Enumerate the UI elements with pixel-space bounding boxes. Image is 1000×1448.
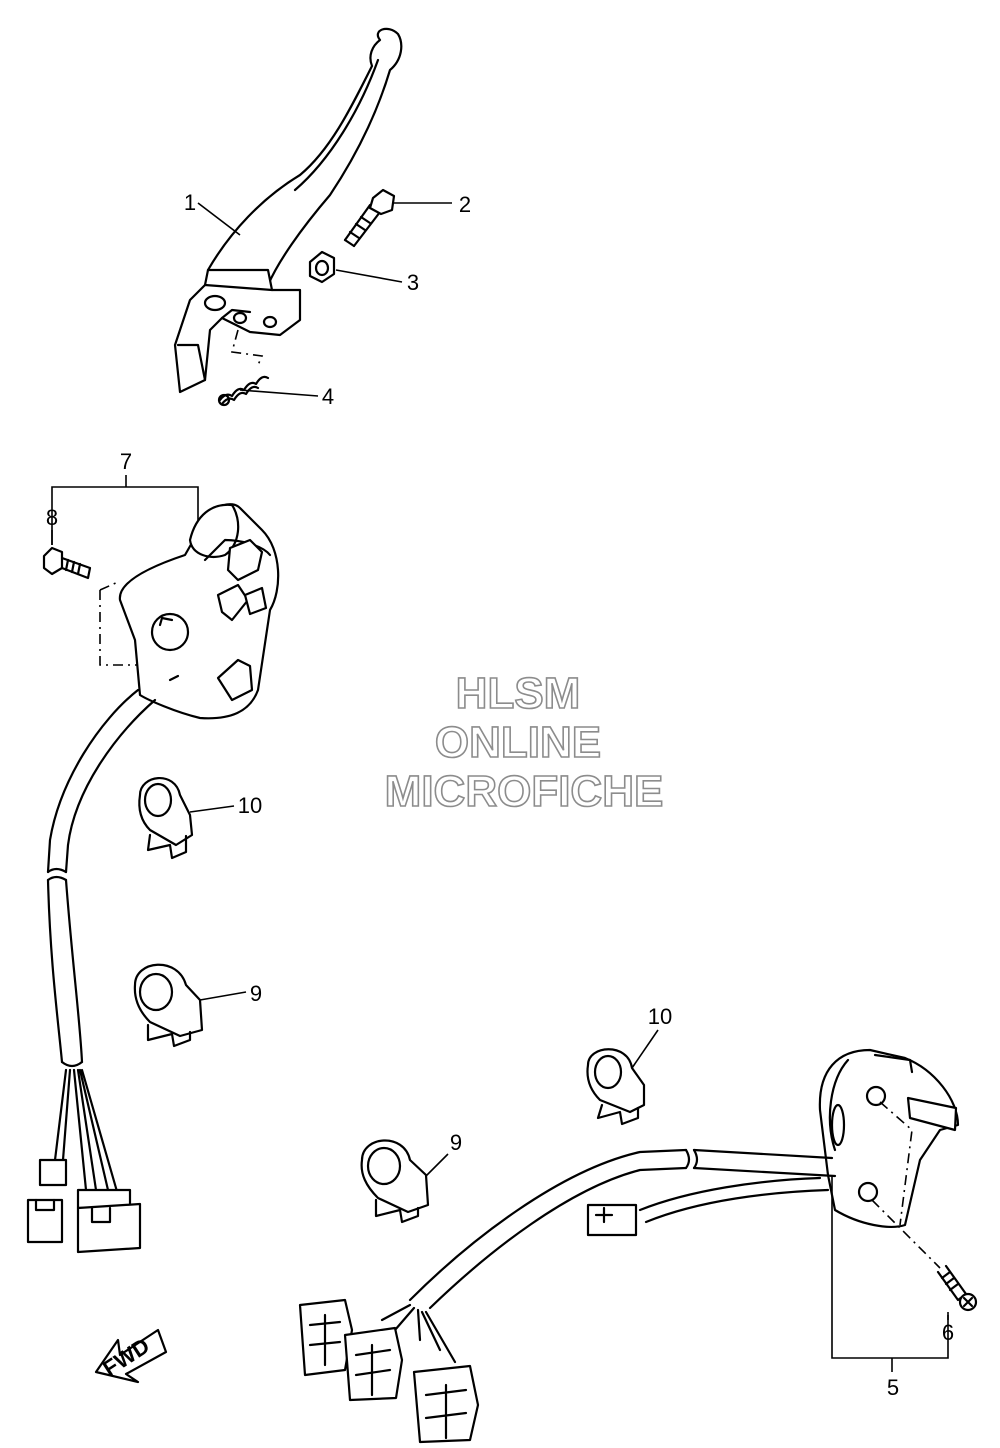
lever-bolt	[343, 188, 396, 248]
switch-assembly-bracket-5	[831, 1175, 949, 1372]
callout-7: 7	[120, 449, 132, 474]
right-harness-cable	[298, 1148, 837, 1444]
callout-5: 5	[887, 1375, 899, 1400]
cable-clamp-10-left	[138, 777, 194, 860]
callout-9-right: 9	[450, 1130, 462, 1155]
left-harness-cable	[26, 688, 157, 1254]
fwd-arrow-icon: FWD	[94, 1328, 168, 1384]
right-switch-screw	[871, 1101, 978, 1312]
right-switch-housing	[818, 1048, 960, 1228]
lever-nut	[308, 250, 336, 284]
callout-6: 6	[942, 1320, 954, 1345]
watermark-line-3: MICROFICHE	[385, 767, 664, 816]
cable-clamp-9-left	[133, 963, 204, 1048]
callout-3: 3	[407, 270, 419, 295]
cable-clamp-9-right	[360, 1139, 430, 1224]
callouts: 1 2 3 4 5 6 7 8 9 9 10 10	[46, 190, 954, 1400]
watermark-line-1: HLSM	[456, 669, 581, 718]
callout-9-left: 9	[250, 981, 262, 1006]
left-switch-housing	[118, 503, 280, 720]
switch-assembly-bracket-7	[51, 475, 199, 666]
callout-8: 8	[46, 505, 58, 530]
callout-1: 1	[184, 190, 196, 215]
brake-lever	[173, 27, 403, 394]
cable-clamp-10-right	[586, 1048, 646, 1126]
watermark-line-2: ONLINE	[435, 718, 601, 767]
watermark: HLSM ONLINE MICROFICHE	[384, 668, 664, 817]
callout-10-left: 10	[238, 793, 262, 818]
leader-lines	[51, 202, 949, 1320]
callout-2: 2	[459, 192, 471, 217]
left-switch-screw	[42, 546, 92, 580]
callout-4: 4	[322, 384, 334, 409]
callout-10-right: 10	[648, 1004, 672, 1029]
